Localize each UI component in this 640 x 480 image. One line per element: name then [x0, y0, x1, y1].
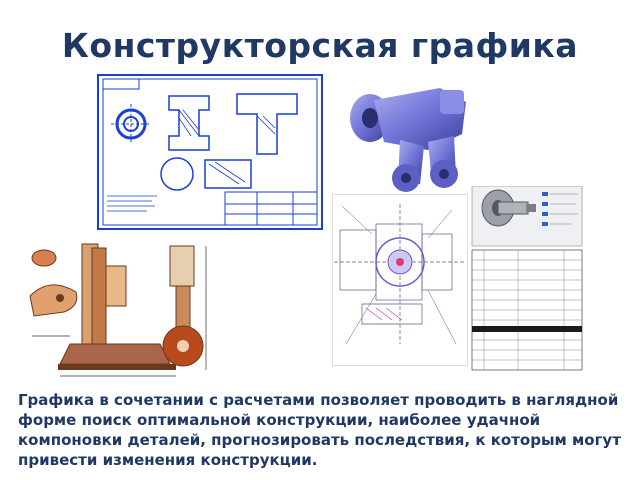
- mechanism-sketch-icon: [20, 236, 218, 382]
- technical-drawing-icon: [97, 74, 323, 230]
- 3d-bracket-model-icon: [344, 80, 472, 198]
- specification-sheet-icon: [468, 186, 588, 372]
- assembly-drawing-icon: [332, 194, 468, 366]
- slide-title: Конструкторская графика: [61, 26, 579, 65]
- slide-caption: Графика в сочетании с расчетами позволяе…: [18, 391, 621, 469]
